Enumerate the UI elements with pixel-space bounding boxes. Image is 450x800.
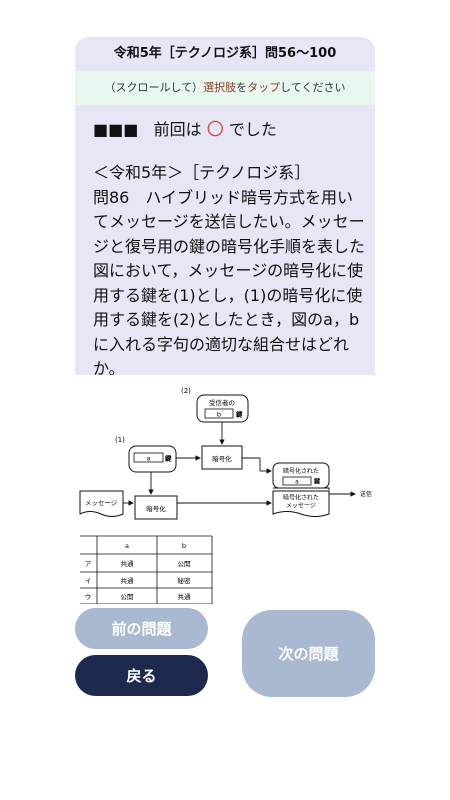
encrypted-message-doc <box>272 490 330 517</box>
table-cell: 秘密 <box>178 576 192 585</box>
encrypted-key-title: 暗号化された <box>283 467 319 475</box>
receiver-key-label: 受信者の <box>209 398 235 407</box>
encrypt-key-label: 暗号化 <box>212 454 232 463</box>
question-card: 令和5年［テクノロジ系］問56〜100 （スクロールして）選択肢をタップしてくだ… <box>75 37 375 375</box>
hint-word-tap: タップ <box>247 81 281 94</box>
table-cell: 共通 <box>121 576 135 585</box>
box-a-label: a <box>147 455 151 463</box>
receiver-key-suffix: 鍵 <box>236 410 243 419</box>
hint-word-choice: 選択肢 <box>203 81 237 94</box>
encrypted-key-suffix: 鍵 <box>314 478 320 486</box>
label-1: (1) <box>115 436 125 444</box>
box-b <box>204 408 234 419</box>
table-row-label: ウ <box>85 593 92 601</box>
table-row-label: イ <box>85 577 92 585</box>
page-title: 令和5年［テクノロジ系］問56〜100 <box>113 46 337 61</box>
next-question-button[interactable]: 次の問題 <box>242 610 375 697</box>
hint-suffix: してください <box>280 81 346 94</box>
table-row-label: ア <box>85 560 92 568</box>
table-header-a: a <box>125 542 129 550</box>
table-cell: 公開 <box>178 560 191 568</box>
encrypt-key-box <box>201 445 243 470</box>
encrypted-key-a-label: a <box>295 479 299 486</box>
box-a <box>133 452 164 463</box>
table-cell: 公開 <box>121 593 134 601</box>
table-cell: 共通 <box>121 559 135 568</box>
correct-mark-icon: 〇 <box>206 120 224 140</box>
answer-table: a b ア 共通 公開 イ 共通 秘密 ウ 公開 共通 <box>80 535 213 605</box>
question-era: ＜令和5年＞［テクノロジ系］ <box>93 163 311 182</box>
encrypt-message-label: 暗号化 <box>146 504 166 513</box>
previous-result: ■■■ 前回は 〇 でした <box>93 115 277 140</box>
encrypt-message-box <box>134 495 178 520</box>
send-label: 送信 <box>360 490 372 498</box>
question-text: ＜令和5年＞［テクノロジ系］ 問86 ハイブリッド暗号方式を用いてメッセージを送信… <box>93 161 365 375</box>
message-doc <box>79 490 124 517</box>
label-2: (2) <box>181 387 191 395</box>
back-button[interactable]: 戻る <box>75 655 208 696</box>
result-before: 前回は <box>153 120 202 139</box>
encrypted-key-a-box <box>282 476 312 486</box>
instruction-banner: （スクロールして）選択肢をタップしてください <box>75 71 375 105</box>
box-b-label: b <box>217 411 221 419</box>
result-after: でした <box>228 120 277 139</box>
table-cell: 共通 <box>178 592 192 601</box>
hint-mid: を <box>236 81 248 94</box>
encrypted-message-line1: 暗号化された <box>283 494 319 502</box>
result-squares: ■■■ <box>93 120 139 139</box>
question-figure: (2) 受信者の b 鍵 暗号化 (1) a 鍵 暗号化された a 鍵 メッセー… <box>75 378 375 605</box>
question-body: 問86 ハイブリッド暗号方式を用いてメッセージを送信したい。メッセージと復号用の… <box>93 187 366 376</box>
message-label: メッセージ <box>85 499 118 507</box>
hybrid-encryption-diagram: (2) 受信者の b 鍵 暗号化 (1) a 鍵 暗号化された a 鍵 メッセー… <box>79 387 372 605</box>
prev-question-button[interactable]: 前の問題 <box>75 608 208 649</box>
encrypted-message-line2: メッセージ <box>286 503 316 510</box>
hint-prefix: （スクロールして） <box>104 81 204 94</box>
session-key-suffix: 鍵 <box>165 454 172 463</box>
table-header-b: b <box>182 542 186 550</box>
